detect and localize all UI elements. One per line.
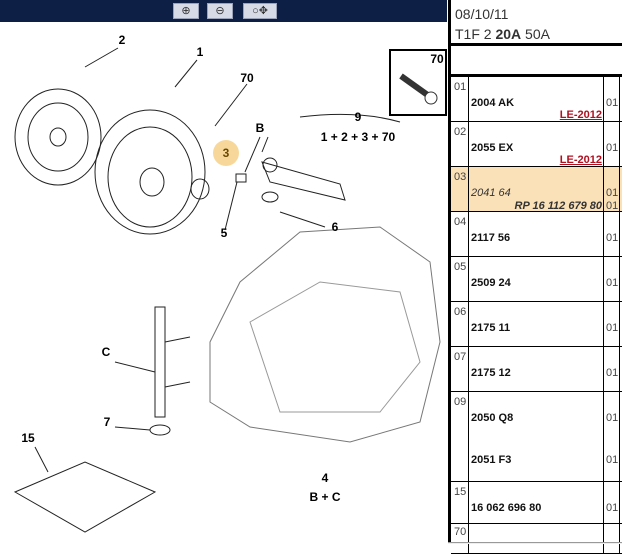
date: 08/10/11 xyxy=(455,6,509,22)
pressure-plate-drawing xyxy=(94,109,206,235)
bolt-icon xyxy=(399,73,438,105)
divider xyxy=(451,74,622,77)
quantity: 01 xyxy=(606,97,619,109)
part-reference[interactable]: 2041 64 xyxy=(471,187,511,199)
quantity: 01 xyxy=(606,322,619,334)
item-number: 70 xyxy=(454,526,467,538)
divider xyxy=(451,43,622,46)
parts-row[interactable]: 70 xyxy=(451,524,622,554)
parts-row[interactable]: 09 2050 Q8 01 2051 F3 01 xyxy=(451,392,622,482)
item-number: 06 xyxy=(454,306,467,318)
item-number: 15 xyxy=(454,486,467,498)
callout-3-highlighted[interactable]: 3 xyxy=(213,140,239,166)
diagram-drawing xyxy=(13,47,441,533)
gearbox-drawing xyxy=(209,226,441,443)
part-reference[interactable]: 2117 56 xyxy=(471,232,511,244)
quantity: 01 xyxy=(606,277,619,289)
item-number: 04 xyxy=(454,216,467,228)
callout-4-sum: B + C xyxy=(309,490,341,504)
callout-7[interactable]: 7 xyxy=(103,415,111,429)
part-reference[interactable]: 2175 12 xyxy=(471,367,511,379)
exploded-parts-diagram: 2 1 70 9 1 + 2 + 3 + 70 B 3 5 6 C 7 15 4… xyxy=(0,22,448,544)
release-fork-drawing xyxy=(261,161,346,201)
code-bold: 20A xyxy=(495,26,522,42)
parts-row[interactable]: 07 2175 12 01 xyxy=(451,347,622,392)
le-link[interactable]: LE-2012 xyxy=(559,109,602,121)
quantity: 01 xyxy=(606,232,619,244)
callout-9-sum: 1 + 2 + 3 + 70 xyxy=(320,130,396,144)
item-number: 09 xyxy=(454,396,467,408)
part-reference[interactable]: 16 062 696 80 xyxy=(471,502,542,514)
parts-row[interactable]: 04 2117 56 01 xyxy=(451,212,622,257)
bush-kit-drawing xyxy=(13,461,157,533)
part-reference[interactable]: 2004 AK xyxy=(471,97,515,109)
callout-5[interactable]: 5 xyxy=(220,226,228,240)
quantity-2: 01 xyxy=(606,200,619,212)
part-reference[interactable]: 2509 24 xyxy=(471,277,511,289)
parts-row[interactable]: 05 2509 24 01 xyxy=(451,257,622,302)
zoom-out-icon[interactable]: ⊖ xyxy=(207,3,233,19)
quantity-2: 01 xyxy=(606,454,619,466)
callout-6[interactable]: 6 xyxy=(331,220,339,234)
item-number: 01 xyxy=(454,81,467,93)
callout-2[interactable]: 2 xyxy=(118,33,126,47)
callout-4[interactable]: 4 xyxy=(321,471,329,485)
callout-1[interactable]: 1 xyxy=(196,45,204,59)
clutch-disc-drawing xyxy=(14,88,102,186)
item-number: 05 xyxy=(454,261,467,273)
parts-row[interactable]: 03 2041 64 01 RP 16 112 679 80 01 xyxy=(451,167,622,212)
diagram-toolbar: ⊕ ⊖ ○✥ xyxy=(0,0,447,22)
quantity: 01 xyxy=(606,502,619,514)
callout-C[interactable]: C xyxy=(101,345,111,359)
horizontal-scrollbar[interactable] xyxy=(448,542,622,544)
zoom-in-icon[interactable]: ⊕ xyxy=(173,3,199,19)
zoom-pan-icon[interactable]: ○✥ xyxy=(243,3,277,19)
item-number: 07 xyxy=(454,351,467,363)
item-number: 02 xyxy=(454,126,467,138)
inset-label: 70 xyxy=(430,52,444,66)
quantity: 01 xyxy=(606,367,619,379)
part-reference[interactable]: 2175 11 xyxy=(471,322,511,334)
callout-15[interactable]: 15 xyxy=(21,431,35,445)
part-reference[interactable]: 2050 Q8 xyxy=(471,412,514,424)
parts-row[interactable]: 15 16 062 696 80 01 xyxy=(451,482,622,524)
part-reference-2[interactable]: 2051 F3 xyxy=(471,454,512,466)
part-reference[interactable]: 2055 EX xyxy=(471,142,514,154)
fork-shaft-drawing xyxy=(154,306,166,418)
callout-B[interactable]: B xyxy=(255,121,265,135)
quantity: 01 xyxy=(606,412,619,424)
le-link[interactable]: LE-2012 xyxy=(559,154,602,166)
part-reference-2[interactable]: RP 16 112 679 80 xyxy=(514,200,602,212)
panel-header: 08/10/11 T1F 2 20A 50A xyxy=(455,4,550,44)
bolt-inset: 70 xyxy=(389,49,447,116)
model-code: T1F 2 20A 50A xyxy=(455,24,550,44)
item-number: 03 xyxy=(454,171,467,183)
code-prefix: T1F 2 xyxy=(455,26,496,42)
release-bearing-drawing xyxy=(190,178,210,200)
quantity: 01 xyxy=(606,187,619,199)
callout-9[interactable]: 9 xyxy=(354,110,362,124)
callout-70[interactable]: 70 xyxy=(240,71,254,85)
code-suffix: 50A xyxy=(521,26,550,42)
parts-row[interactable]: 06 2175 11 01 xyxy=(451,302,622,347)
quantity: 01 xyxy=(606,142,619,154)
